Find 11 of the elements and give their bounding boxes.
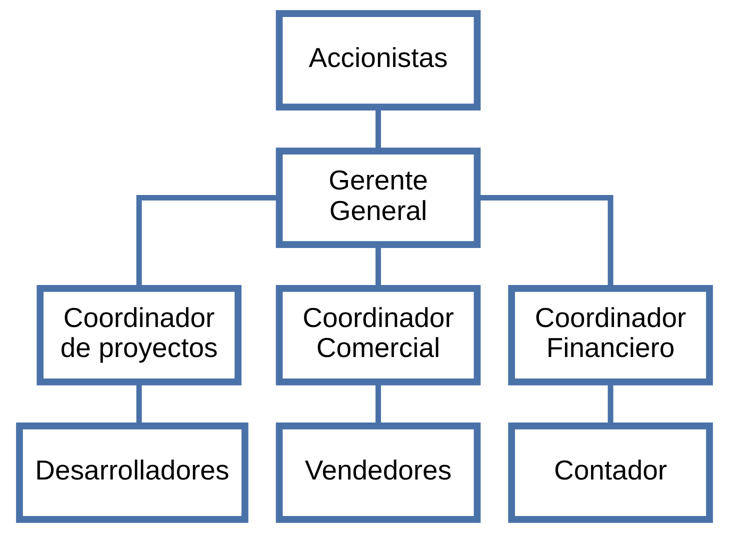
connector: [376, 382, 381, 426]
node-box: Desarrolladores: [16, 422, 248, 523]
node-box: Coordinador de proyectos: [36, 285, 242, 386]
connector: [136, 382, 142, 426]
node-box: Contador: [508, 422, 713, 523]
node-box: Gerente General: [276, 148, 481, 248]
node-box: Coordinador Financiero: [508, 285, 713, 386]
node-box: Coordinador Comercial: [276, 285, 481, 386]
node-box: Accionistas: [276, 10, 481, 110]
connector: [608, 382, 614, 426]
node-box: Vendedores: [276, 422, 481, 523]
